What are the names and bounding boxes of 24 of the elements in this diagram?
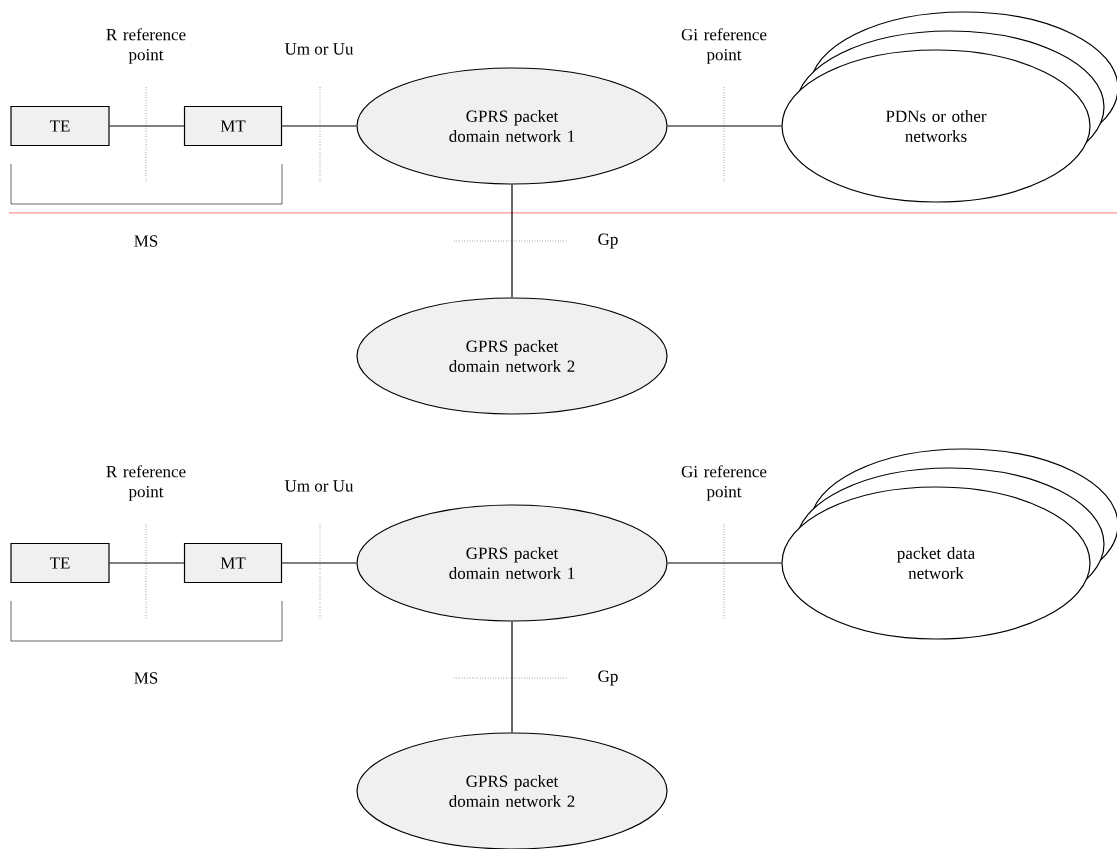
interface-label: Um or Uu <box>284 43 354 55</box>
terminal-box: MT <box>183 542 283 584</box>
terminal-box: TE <box>10 542 110 584</box>
reference-point-label: Gi reference point <box>681 465 767 501</box>
reference-point-label: R reference point <box>106 465 186 501</box>
interface-label: Gp <box>598 233 618 249</box>
reference-point-label: Gi reference point <box>681 28 767 64</box>
network-ellipse-stack: packet data network <box>781 448 1117 640</box>
group-label: MS <box>134 235 158 247</box>
network-ellipse-stack: PDNs or other networks <box>781 11 1117 203</box>
connector-line <box>511 621 513 733</box>
connector-line <box>281 562 357 564</box>
group-label: MS <box>134 672 158 684</box>
connector-line <box>667 562 782 564</box>
interface-label: Gp <box>598 670 618 686</box>
reference-point-label: R reference point <box>106 28 186 64</box>
connector-line <box>109 125 185 127</box>
connector-line <box>109 562 185 564</box>
connector-line <box>667 125 782 127</box>
interface-label: Um or Uu <box>284 480 354 492</box>
terminal-box: MT <box>183 105 283 147</box>
terminal-box: TE <box>10 105 110 147</box>
connector-line <box>511 184 513 298</box>
connector-line <box>281 125 357 127</box>
